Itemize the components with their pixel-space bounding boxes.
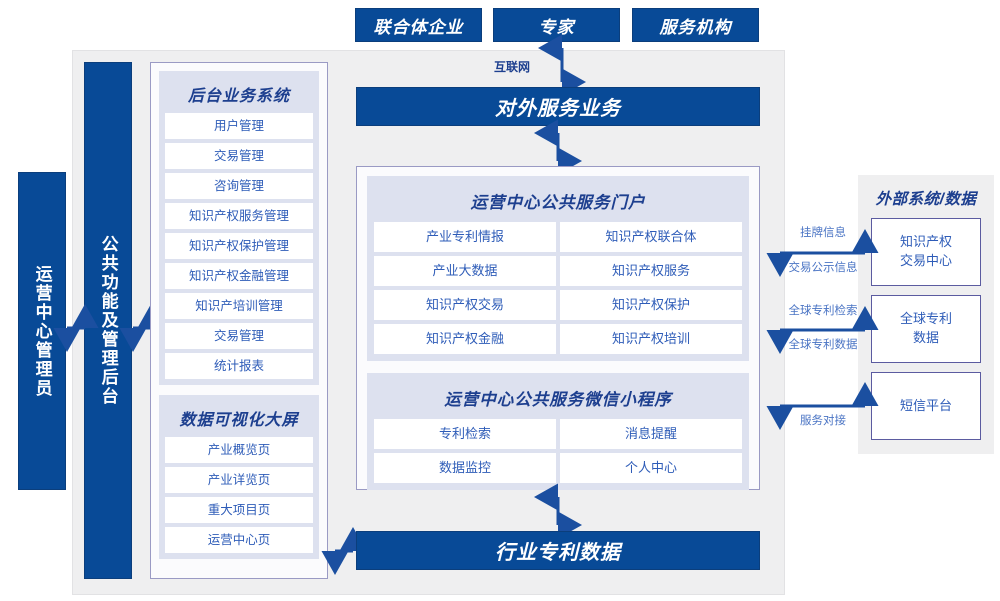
backoffice-panel: 后台业务系统 用户管理 交易管理 咨询管理 知识产权服务管理 知识产权保护管理 … xyxy=(159,71,319,385)
external-box-label: 短信平台 xyxy=(899,397,952,413)
role-box-expert[interactable]: 专家 xyxy=(493,8,620,42)
backoffice-item[interactable]: 交易管理 xyxy=(165,323,313,349)
miniprogram-item[interactable]: 个人中心 xyxy=(560,453,742,483)
dataviz-items: 产业概览页 产业详览页 重大项目页 运营中心页 xyxy=(165,437,313,553)
connection-arrow-ip-trading xyxy=(766,229,879,277)
backoffice-item[interactable]: 知识产权保护管理 xyxy=(165,233,313,259)
portal-item[interactable]: 产业专利情报 xyxy=(374,222,556,252)
external-service-bar-label: 对外服务业务 xyxy=(495,98,621,120)
external-service-bar[interactable]: 对外服务业务 xyxy=(356,87,760,126)
admin-to-backend-arrow xyxy=(53,304,99,352)
connection-arrow-sms xyxy=(766,382,879,430)
external-box-label: 全球专利数据 xyxy=(899,311,952,345)
industry-patent-data-bar[interactable]: 行业专利数据 xyxy=(356,531,760,570)
portal-item[interactable]: 知识产权金融 xyxy=(374,324,556,354)
portal-item[interactable]: 知识产权培训 xyxy=(560,324,742,354)
internet-label: 互联网 xyxy=(494,60,531,74)
portal-panel: 运营中心公共服务门户 产业专利情报 知识产权联合体 产业大数据 知识产权服务 知… xyxy=(367,176,749,361)
external-box-sms-platform[interactable]: 短信平台 xyxy=(871,372,981,440)
dataviz-title: 数据可视化大屏 xyxy=(179,412,299,429)
backoffice-item[interactable]: 统计报表 xyxy=(165,353,313,379)
dataviz-item[interactable]: 运营中心页 xyxy=(165,527,313,553)
connection-arrow-global-patent xyxy=(766,306,879,354)
role-box-service-agency[interactable]: 服务机构 xyxy=(632,8,759,42)
portal-item[interactable]: 产业大数据 xyxy=(374,256,556,286)
miniprogram-item[interactable]: 数据监控 xyxy=(374,453,556,483)
portal-to-industry-data-arrow xyxy=(534,483,582,539)
backoffice-item[interactable]: 交易管理 xyxy=(165,143,313,169)
portal-item[interactable]: 知识产权服务 xyxy=(560,256,742,286)
role-box-label: 服务机构 xyxy=(659,17,732,37)
dataviz-item[interactable]: 产业详览页 xyxy=(165,467,313,493)
connection-label-global-patent-search: 全球专利检索 xyxy=(788,305,858,317)
miniprogram-items: 专利检索 消息提醒 数据监控 个人中心 xyxy=(374,419,742,483)
backoffice-item[interactable]: 知识产权金融管理 xyxy=(165,263,313,289)
miniprogram-panel: 运营中心公共服务微信小程序 专利检索 消息提醒 数据监控 个人中心 xyxy=(367,373,749,490)
backoffice-item[interactable]: 咨询管理 xyxy=(165,173,313,199)
connection-label-listing-info: 挂牌信息 xyxy=(800,227,846,239)
external-box-label: 知识产权交易中心 xyxy=(899,234,952,268)
backoffice-title: 后台业务系统 xyxy=(187,88,290,105)
portal-item[interactable]: 知识产权交易 xyxy=(374,290,556,320)
industry-patent-data-label: 行业专利数据 xyxy=(495,542,621,564)
connection-label-service-docking: 服务对接 xyxy=(800,415,846,427)
dataviz-panel: 数据可视化大屏 产业概览页 产业详览页 重大项目页 运营中心页 xyxy=(159,395,319,559)
external-box-ip-trading-center[interactable]: 知识产权交易中心 xyxy=(871,218,981,286)
center-services-group: 运营中心公共服务门户 产业专利情报 知识产权联合体 产业大数据 知识产权服务 知… xyxy=(356,166,760,490)
connection-label-trade-disclosure: 交易公示信息 xyxy=(788,262,858,274)
internet-arrow xyxy=(538,34,586,96)
service-to-portal-arrow xyxy=(534,119,582,175)
portal-item[interactable]: 知识产权联合体 xyxy=(560,222,742,252)
actor-bar-common-function-backend[interactable]: 公共功能及管理后台 xyxy=(84,62,132,579)
external-box-global-patent-data[interactable]: 全球专利数据 xyxy=(871,295,981,363)
backoffice-items: 用户管理 交易管理 咨询管理 知识产权服务管理 知识产权保护管理 知识产权金融管… xyxy=(165,113,313,379)
actor-bar-label: 公共功能及管理后台 xyxy=(98,235,118,406)
left-systems-group: 后台业务系统 用户管理 交易管理 咨询管理 知识产权服务管理 知识产权保护管理 … xyxy=(150,62,328,579)
role-box-label: 联合体企业 xyxy=(373,17,464,37)
actor-bar-operation-center-admin[interactable]: 运营中心管理员 xyxy=(18,172,66,490)
role-box-alliance-enterprise[interactable]: 联合体企业 xyxy=(355,8,482,42)
backend-to-systems-arrow xyxy=(119,304,165,352)
backoffice-item[interactable]: 知识产培训管理 xyxy=(165,293,313,319)
external-systems-title: 外部系统/数据 xyxy=(875,191,977,208)
backoffice-item[interactable]: 知识产权服务管理 xyxy=(165,203,313,229)
portal-item[interactable]: 知识产权保护 xyxy=(560,290,742,320)
portal-title: 运营中心公共服务门户 xyxy=(470,194,646,212)
actor-bar-label: 运营中心管理员 xyxy=(32,264,52,398)
dataviz-item[interactable]: 重大项目页 xyxy=(165,497,313,523)
miniprogram-item[interactable]: 消息提醒 xyxy=(560,419,742,449)
portal-items: 产业专利情报 知识产权联合体 产业大数据 知识产权服务 知识产权交易 知识产权保… xyxy=(374,222,742,354)
role-box-label: 专家 xyxy=(538,17,575,37)
backoffice-item[interactable]: 用户管理 xyxy=(165,113,313,139)
dataviz-item[interactable]: 产业概览页 xyxy=(165,437,313,463)
miniprogram-item[interactable]: 专利检索 xyxy=(374,419,556,449)
miniprogram-title: 运营中心公共服务微信小程序 xyxy=(444,391,672,409)
dataviz-to-industry-data-arrow xyxy=(321,527,367,575)
connection-label-global-patent-data: 全球专利数据 xyxy=(788,339,858,351)
